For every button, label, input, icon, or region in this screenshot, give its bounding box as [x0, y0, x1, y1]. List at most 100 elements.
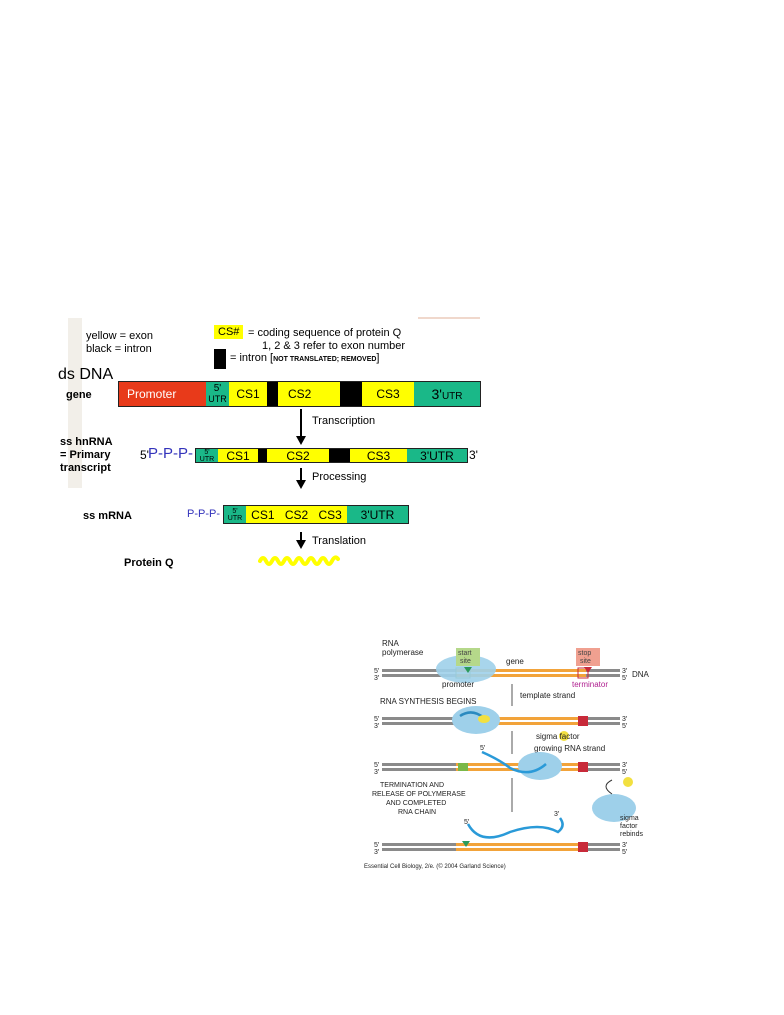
fig-termination-1: TERMINATION AND: [380, 782, 444, 789]
utr3-segment: 3'UTR: [414, 382, 480, 406]
fig-r2-3p: 3′: [374, 723, 380, 730]
fig-sigma-factor: sigma factor: [536, 732, 580, 741]
processing-arrow-head: [296, 480, 306, 489]
fig-start-site-b: site: [460, 658, 471, 665]
mrna-label: ss mRNA: [83, 510, 132, 522]
transcription-arrow-head: [296, 436, 306, 445]
legend-cs-chip: CS#: [214, 325, 244, 339]
fig-rna-polymerase-b: polymerase: [382, 648, 424, 657]
hnrna-cs3-segment: CS3: [350, 449, 407, 463]
utr5-segment: 5' UTR: [206, 382, 229, 406]
protein-q-label: Protein Q: [124, 557, 174, 569]
fig-terminator: terminator: [572, 680, 608, 689]
cs2-segment: CS2: [278, 382, 340, 406]
legend-black-intron: black = intron: [86, 343, 152, 355]
translation-arrow-head: [296, 540, 306, 549]
legend-intron-definition: = intron [NOT TRANSLATED; REMOVED]: [230, 352, 379, 364]
fig-r4-5p: 5′: [374, 842, 380, 849]
mrna-cs3: CS3: [318, 507, 342, 522]
promoter-segment: Promoter: [119, 382, 206, 406]
hnrna-label-line1: ss hnRNA: [60, 436, 113, 448]
hnrna-utr5-bottom: UTR: [199, 455, 215, 463]
dsdna-title: ds DNA: [58, 366, 114, 383]
legend-cs-subnote: 1, 2 & 3 refer to exon number: [262, 340, 406, 352]
fig-start-site-a: start: [458, 650, 472, 657]
fig-r3-5p: 5′: [374, 762, 380, 769]
fig-credit: Essential Cell Biology, 2/e. (© 2004 Gar…: [364, 863, 506, 870]
transcription-label: Transcription: [312, 415, 376, 427]
fig-sigma-rebinds-3: rebinds: [620, 831, 643, 838]
fig-termination-4: RNA CHAIN: [398, 809, 436, 816]
hnrna-label-line3: transcript: [60, 462, 111, 474]
fig-gene: gene: [506, 657, 524, 666]
fig-dna: DNA: [632, 670, 650, 679]
fig-r1-5p: 5′: [374, 668, 380, 675]
fig-sigma-rebinds-1: sigma: [620, 815, 639, 822]
fig-r1-3p: 3′: [374, 675, 380, 682]
left-shadow-strip: [68, 318, 82, 488]
top-right-rule: [418, 317, 480, 319]
fig-template-strand: template strand: [520, 691, 575, 700]
mrna-cs2: CS2: [284, 507, 309, 522]
utr5-label-top: 5': [213, 383, 222, 394]
fig-r3-3p-right: 3′: [622, 762, 628, 769]
utr5-label-bottom: UTR: [208, 394, 227, 404]
utr3-utr: UTR: [441, 390, 463, 402]
fig-r4-3p: 3′: [374, 849, 380, 856]
stop-site-box: [576, 648, 600, 666]
processing-arrow-shaft: [300, 468, 302, 481]
row3-dna: [382, 750, 620, 780]
hnrna-five-prime: 5': [140, 448, 149, 462]
hnrna-bar: 5' UTR CS1 CS2 CS3 3'UTR: [195, 448, 468, 463]
fig-stop-site-a: stop: [578, 650, 591, 657]
mrna-cs1: CS1: [251, 507, 275, 522]
fig-termination-3: AND COMPLETED: [386, 800, 446, 807]
fig-growing-rna: growing RNA strand: [534, 744, 605, 753]
hnrna-triphosphate: P-P-P-: [148, 445, 193, 462]
fig-r2-5p-right: 5′: [622, 723, 628, 730]
hnrna-cs2-segment: CS2: [267, 449, 329, 463]
fig-completed-rna: [466, 817, 564, 839]
start-site-box: [456, 648, 480, 666]
transcription-figure: RNA polymerase start site stop site gene…: [364, 639, 650, 870]
hnrna-three-prime: 3': [469, 448, 478, 462]
utr3-prime: 3': [431, 386, 442, 402]
fig-sigma-dot: [559, 731, 569, 741]
cs1-segment: CS1: [229, 382, 267, 406]
intron1-segment: [267, 382, 278, 406]
legend-cs-definition: = coding sequence of protein Q: [248, 327, 402, 339]
transcription-arrow-shaft: [300, 409, 302, 437]
fig-rna-synthesis-begins: RNA SYNTHESIS BEGINS: [380, 697, 476, 706]
fig-termination-2: RELEASE OF POLYMERASE: [372, 791, 466, 798]
fig-r3-5p-right: 5′: [622, 769, 628, 776]
hnrna-utr5-segment: 5' UTR: [196, 448, 218, 463]
processing-label: Processing: [312, 471, 367, 483]
fig-r2-5p: 5′: [374, 716, 380, 723]
legend-intron-bracket: ]: [376, 352, 380, 364]
mrna-utr5-top: 5': [232, 507, 238, 515]
intron2-segment: [340, 382, 362, 406]
mrna-utr3-segment: 3'UTR: [347, 506, 408, 523]
mrna-coding-block: CS1 CS2 CS3: [246, 506, 347, 523]
hnrna-label-line2: = Primary: [60, 449, 111, 461]
dsdna-bar: Promoter 5' UTR CS1 CS2 CS3 3'UTR: [118, 381, 481, 407]
fig-r3-3p: 3′: [374, 769, 380, 776]
fig-r1-5p-right: 5′: [622, 675, 628, 682]
hnrna-utr5-top: 5': [204, 448, 210, 456]
legend-intron-text: = intron [: [230, 352, 274, 364]
fig-stop-site-b: site: [580, 658, 591, 665]
fig-r3-rna-5p: 5′: [480, 745, 486, 752]
hnrna-intron2-segment: [329, 449, 350, 462]
fig-r4-5p-right: 5′: [622, 849, 628, 856]
fig-r4-3p-right: 3′: [622, 842, 628, 849]
hnrna-cs1-segment: CS1: [218, 449, 258, 463]
legend-intron-smallcaps: NOT TRANSLATED; REMOVED: [273, 356, 377, 363]
mrna-utr5-segment: 5' UTR: [224, 506, 246, 523]
hnrna-intron1-segment: [258, 449, 267, 462]
cs3-segment: CS3: [362, 382, 414, 406]
translation-arrow-shaft: [300, 532, 302, 541]
mrna-triphosphate: P-P-P-: [187, 508, 220, 520]
row4-dna: [382, 841, 620, 852]
released-polymerase: [592, 777, 636, 822]
protein-squiggle: [258, 555, 340, 566]
